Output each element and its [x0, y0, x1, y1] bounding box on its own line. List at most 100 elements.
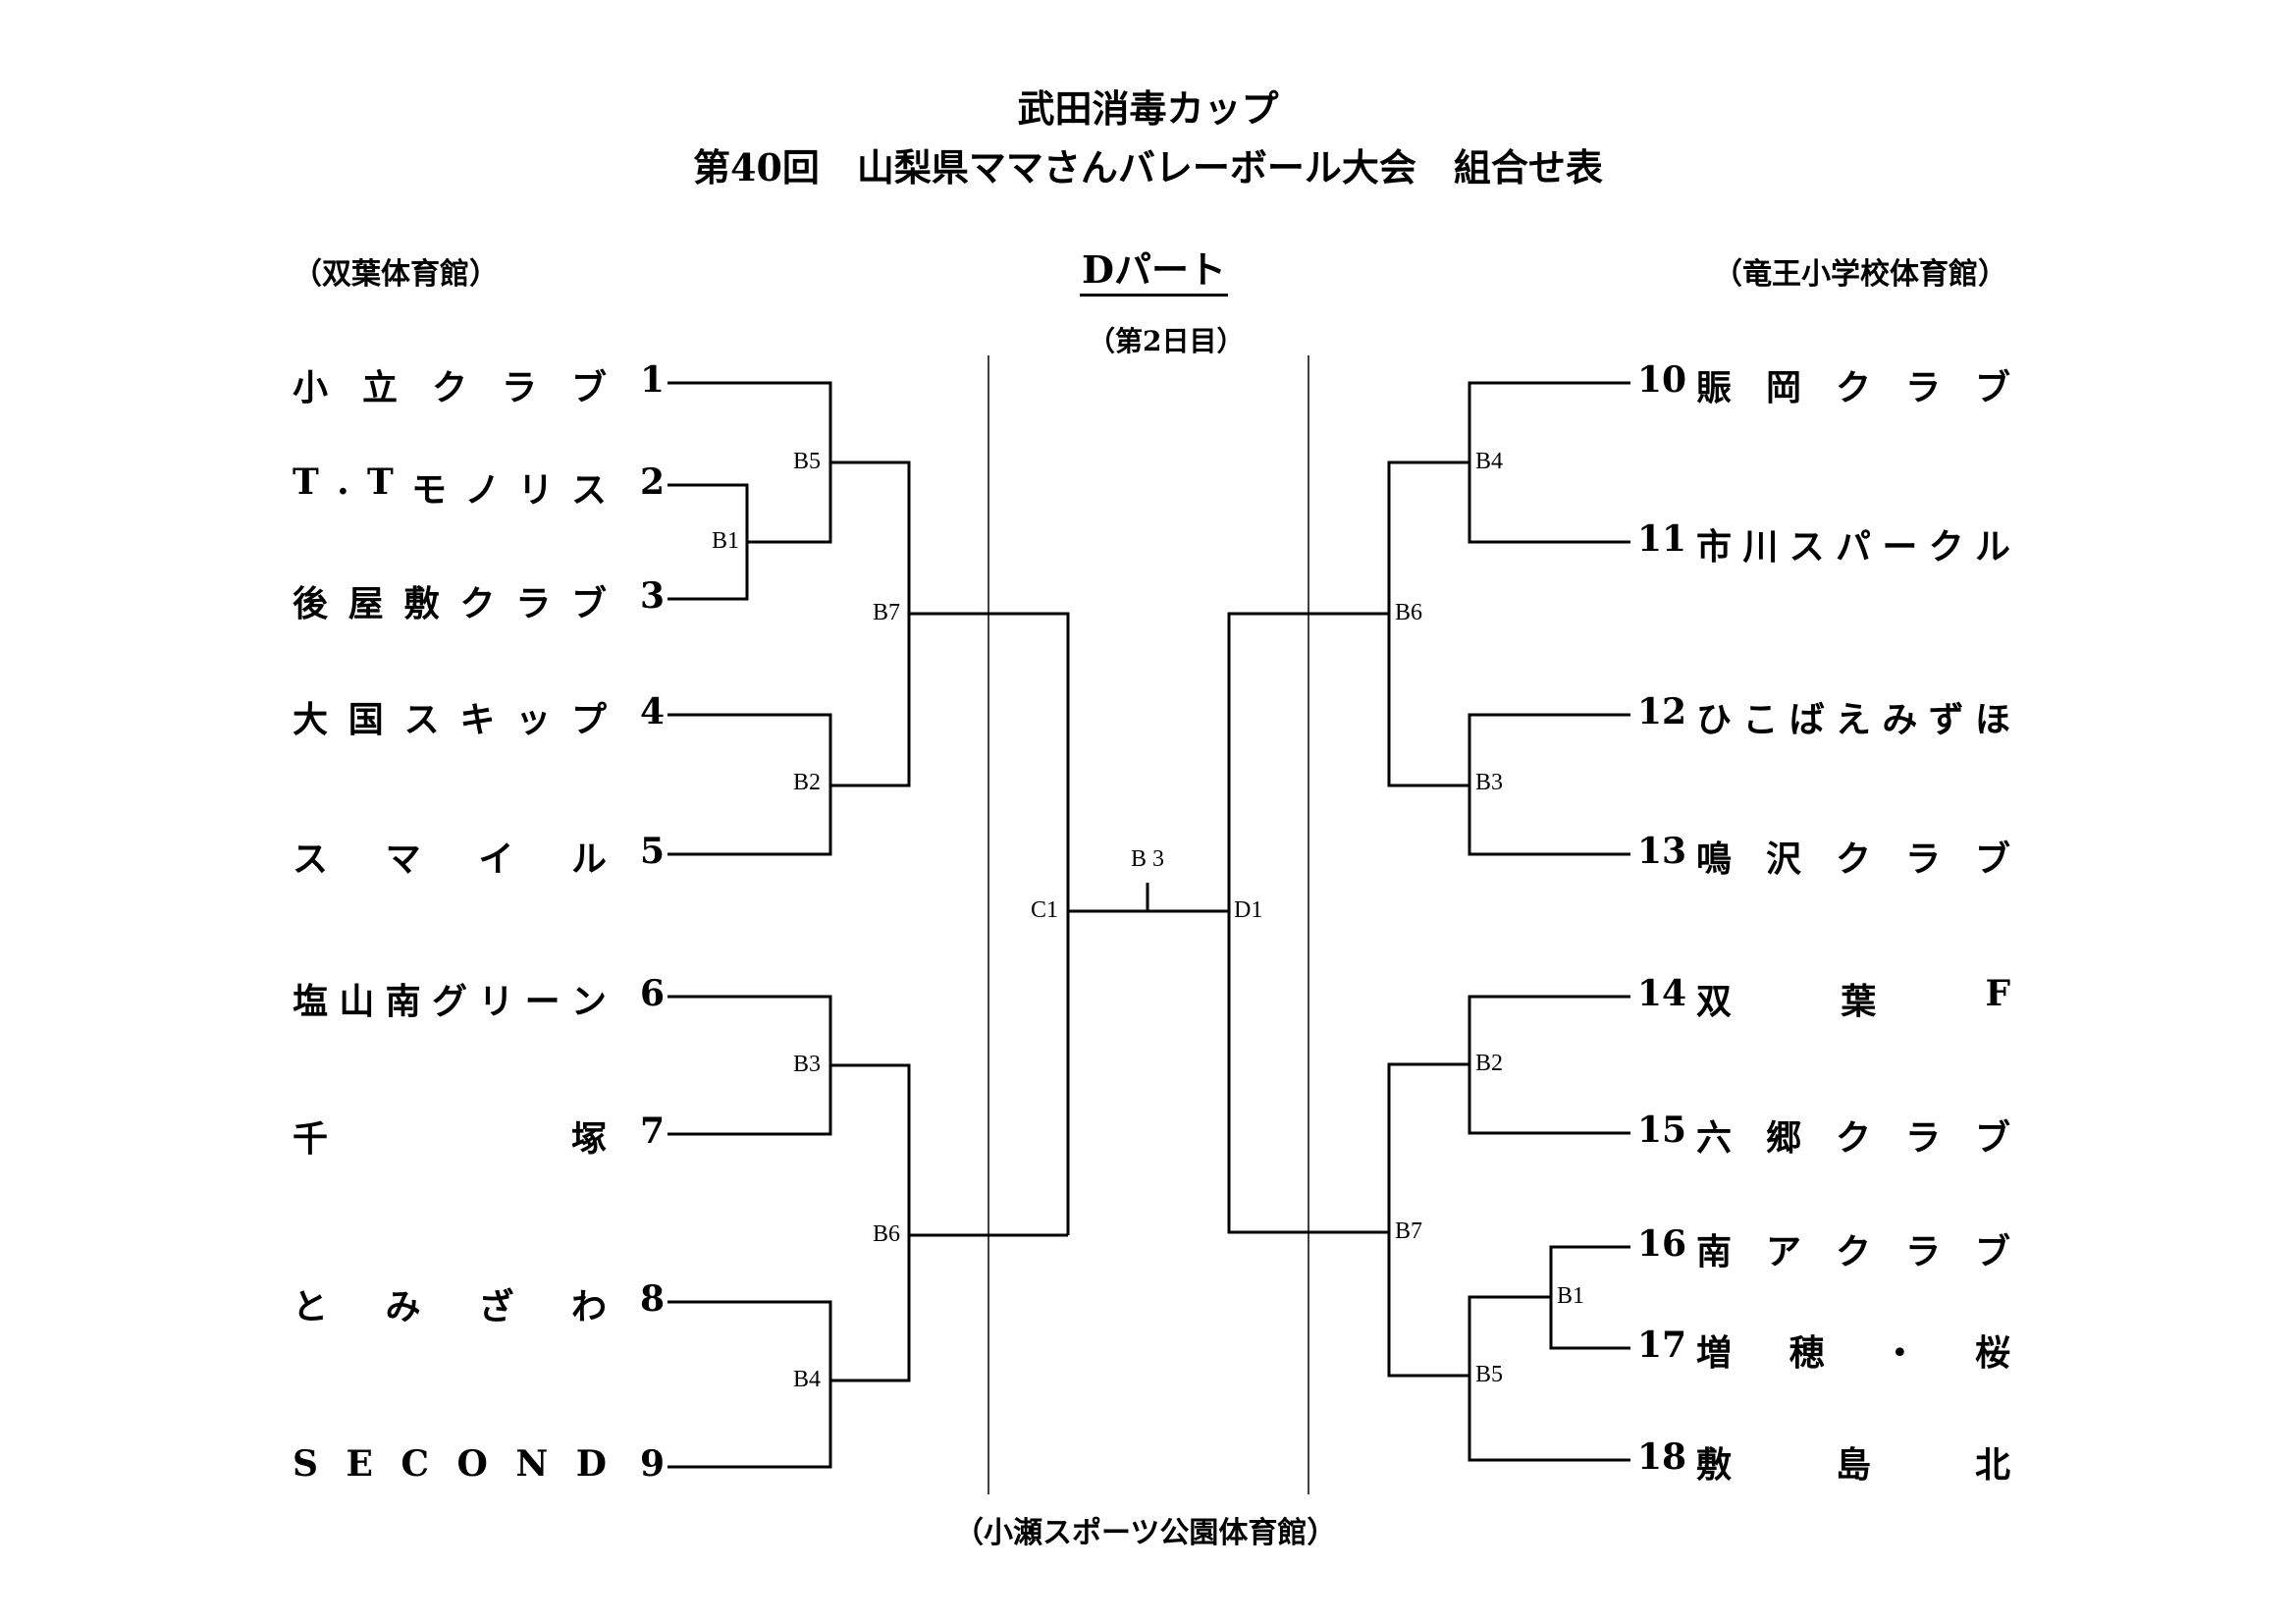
team-entry-right: 賑岡クラブ: [1696, 359, 2010, 410]
match-label-right-b4: B4: [1475, 449, 1504, 474]
team-seed: 8: [640, 1278, 666, 1320]
team-seed: 10: [1637, 359, 1687, 401]
line-b2: [667, 713, 832, 856]
team-name-char: ル: [570, 839, 607, 880]
team-name-char: ず: [1928, 699, 1964, 740]
match-label-left-b4: B4: [793, 1367, 822, 1392]
final-court-label: B 3: [1131, 846, 1165, 872]
team-name-char: S: [293, 1443, 318, 1485]
team-name-char: ラ: [1904, 839, 1941, 880]
team-name-char: モ: [411, 469, 448, 511]
team-name-char: ラ: [515, 583, 552, 624]
team-entry-left: スマイル: [293, 831, 607, 882]
team-name-char: リ: [478, 981, 514, 1022]
match-label-left-b2: B2: [793, 770, 822, 795]
team-name-char: ク: [459, 583, 496, 624]
team-name-char: ー: [524, 981, 561, 1022]
team-seed: 13: [1637, 831, 1687, 872]
team-name-char: 山: [339, 981, 375, 1022]
team-name-char: T: [366, 461, 394, 503]
team-entry-right: 市川スパークル: [1696, 518, 2010, 569]
team-name-char: 塚: [570, 1118, 607, 1160]
team-seed: 4: [640, 691, 666, 732]
team-seed: 7: [640, 1110, 666, 1152]
team-name-char: と: [293, 1286, 329, 1327]
team-seed: 15: [1637, 1110, 1687, 1151]
team-seed: 16: [1637, 1223, 1687, 1265]
team-name-char: E: [346, 1443, 373, 1485]
team-entry-right: 敷島北: [1696, 1436, 2010, 1488]
match-label-right-b5: B5: [1475, 1362, 1504, 1387]
match-label-left-b6: B6: [873, 1221, 901, 1247]
line-b7-to-c1: [909, 612, 1070, 1235]
match-label-right-b7: B7: [1395, 1218, 1423, 1244]
team-name-char: 大: [293, 699, 329, 740]
team-name-char: F: [1985, 973, 2010, 1014]
team-name-char: ラ: [1904, 1117, 1941, 1159]
team-name-char: ざ: [478, 1286, 514, 1327]
team-name: 六郷クラブ: [1696, 1110, 2010, 1161]
part-heading: Dパート: [1080, 240, 1228, 297]
team-entry-right: 増穂・桜: [1696, 1325, 2010, 1376]
team-name-char: O: [456, 1443, 488, 1485]
team-entry-left: 後屋敷クラブ: [293, 575, 607, 626]
match-label-right-b2: B2: [1475, 1051, 1504, 1076]
team-name-char: T: [293, 461, 319, 503]
match-label-left-b3: B3: [793, 1052, 822, 1077]
match-label-right-b6: B6: [1395, 600, 1423, 625]
team-name-char: ば: [1789, 699, 1825, 740]
line-b4: [667, 1300, 832, 1469]
match-label-left-b1: B1: [712, 528, 740, 554]
team-entry-left: 塩山南グリーン: [293, 973, 607, 1024]
venue-center: （小瀬スポーツ公園体育館）: [954, 1516, 1337, 1550]
team-name-char: マ: [385, 839, 421, 880]
match-label-d1: D1: [1234, 897, 1263, 923]
match-label-c1: C1: [1031, 897, 1059, 923]
team-name-char: こ: [1742, 699, 1779, 740]
team-name: 市川スパークル: [1696, 518, 2010, 569]
team-name-char: ル: [1974, 526, 2010, 568]
team-name-char: ス: [403, 699, 440, 740]
team-entry-left: とみざわ: [293, 1278, 607, 1329]
team-name-char: プ: [570, 699, 607, 740]
team-name-char: 敷: [1696, 1444, 1733, 1486]
team-name-char: N: [515, 1443, 549, 1485]
line-b3-right: [1468, 713, 1630, 856]
team-name-char: グ: [431, 981, 467, 1022]
team-name-char: パ: [1835, 526, 1871, 568]
team-seed: 1: [640, 359, 666, 401]
team-name-char: 敷: [403, 583, 440, 624]
team-name-char: 増: [1696, 1332, 1733, 1374]
line-b5-right: [1468, 1295, 1630, 1462]
team-name-char: ン: [570, 981, 607, 1022]
team-name-char: ー: [1882, 526, 1918, 568]
team-seed: 9: [640, 1443, 666, 1485]
team-name-char: わ: [570, 1286, 607, 1327]
match-label-right-b3: B3: [1475, 770, 1504, 795]
team-name-char: D: [575, 1443, 607, 1485]
team-name: 南アクラブ: [1696, 1223, 2010, 1274]
line-b7-right-arms: [1387, 1062, 1469, 1378]
team-name-char: ・: [1882, 1332, 1918, 1374]
team-entry-right: 南アクラブ: [1696, 1223, 2010, 1274]
team-name-char: 屋: [347, 583, 384, 624]
team-entry-right: 鳴沢クラブ: [1696, 831, 2010, 882]
team-seed: 18: [1637, 1436, 1687, 1478]
team-name-char: .: [337, 461, 349, 503]
team-name: 千塚: [293, 1110, 607, 1162]
team-name-char: ブ: [1974, 1117, 2010, 1159]
team-entry-right: 六郷クラブ: [1696, 1110, 2010, 1161]
team-name-char: ラ: [1904, 1231, 1941, 1272]
team-entry-left: 大国スキップ: [293, 691, 607, 742]
team-name: 塩山南グリーン: [293, 973, 607, 1024]
team-seed: 3: [640, 575, 666, 617]
team-name-char: ク: [1928, 526, 1964, 568]
line-b6-right-arms: [1387, 460, 1469, 787]
team-name-char: 国: [347, 699, 384, 740]
team-entry-left: 小立クラブ: [293, 359, 607, 410]
team-name-char: 葉: [1841, 981, 1877, 1022]
team-name-char: イ: [478, 839, 514, 880]
team-name-char: 岡: [1765, 367, 1801, 408]
team-name-char: ノ: [464, 469, 501, 511]
team-name-char: 川: [1742, 526, 1779, 568]
